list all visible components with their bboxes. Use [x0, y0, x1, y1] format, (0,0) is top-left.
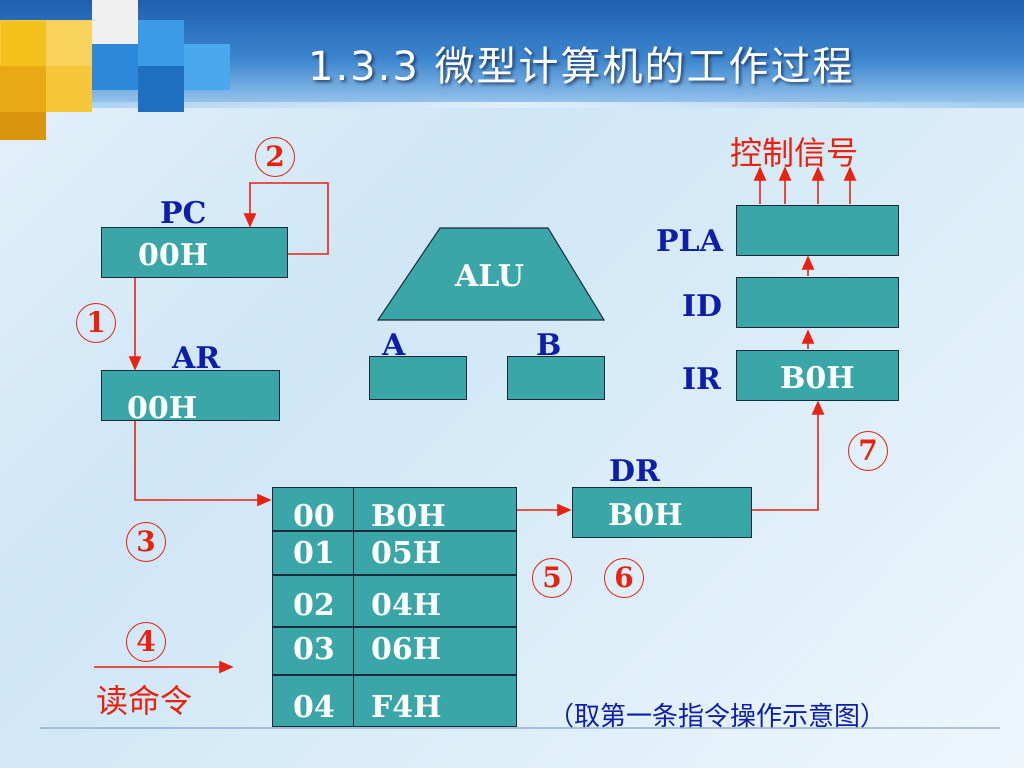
- page-title: 1.3.3 微型计算机的工作过程: [308, 44, 855, 90]
- dr-label: DR: [609, 454, 660, 489]
- step-5-marker: 5: [532, 558, 572, 598]
- memory-address: 04: [293, 690, 335, 725]
- memory-row: 03 06H: [272, 627, 517, 675]
- ir-label: IR: [682, 362, 721, 397]
- memory-data: 04H: [371, 588, 442, 623]
- id-label: ID: [682, 289, 723, 324]
- pc-register: [101, 227, 288, 278]
- memory-address: 00: [293, 499, 335, 534]
- memory-data: 06H: [371, 632, 442, 667]
- step-7-marker: 7: [848, 431, 888, 471]
- memory-block: 00 B0H 01 05H 02 04H 03 06H 04 F4H: [272, 487, 517, 727]
- step-3-marker: 3: [126, 522, 166, 562]
- alu-label: ALU: [455, 259, 524, 294]
- alu-shape: [376, 227, 606, 321]
- alu-b-register: [507, 356, 605, 400]
- step-2-marker: 2: [255, 137, 295, 177]
- memory-row: 01 05H: [272, 531, 517, 575]
- ir-register: [736, 350, 899, 401]
- ar-register: [101, 370, 280, 421]
- step-6-marker: 6: [604, 558, 644, 598]
- diagram-caption: （取第一条指令操作示意图）: [548, 702, 887, 732]
- id-block: [736, 277, 899, 328]
- memory-data: 05H: [371, 536, 442, 571]
- ar-value: 00H: [127, 391, 198, 426]
- memory-address: 01: [293, 536, 335, 571]
- memory-data: F4H: [371, 690, 442, 725]
- memory-data: B0H: [371, 499, 446, 534]
- control-signal-label: 控制信号: [730, 134, 859, 172]
- dr-register: [572, 487, 752, 538]
- memory-row: 04 F4H: [272, 675, 517, 727]
- ir-value: B0H: [780, 361, 855, 396]
- alu-a-label: A: [382, 328, 406, 363]
- memory-row: 00 B0H: [272, 487, 517, 534]
- memory-address: 02: [293, 588, 335, 623]
- memory-row: 02 04H: [272, 575, 517, 627]
- pc-value: 00H: [138, 238, 209, 273]
- decorative-cubes: [0, 0, 260, 140]
- step-4-marker: 4: [126, 622, 166, 662]
- step-1-marker: 1: [76, 303, 116, 343]
- pla-label: PLA: [656, 224, 723, 259]
- pla-block: [736, 205, 899, 256]
- dr-value: B0H: [608, 498, 683, 533]
- pc-label: PC: [160, 196, 207, 231]
- alu-a-register: [369, 356, 467, 400]
- read-command-label: 读命令: [96, 682, 193, 720]
- memory-address: 03: [293, 632, 335, 667]
